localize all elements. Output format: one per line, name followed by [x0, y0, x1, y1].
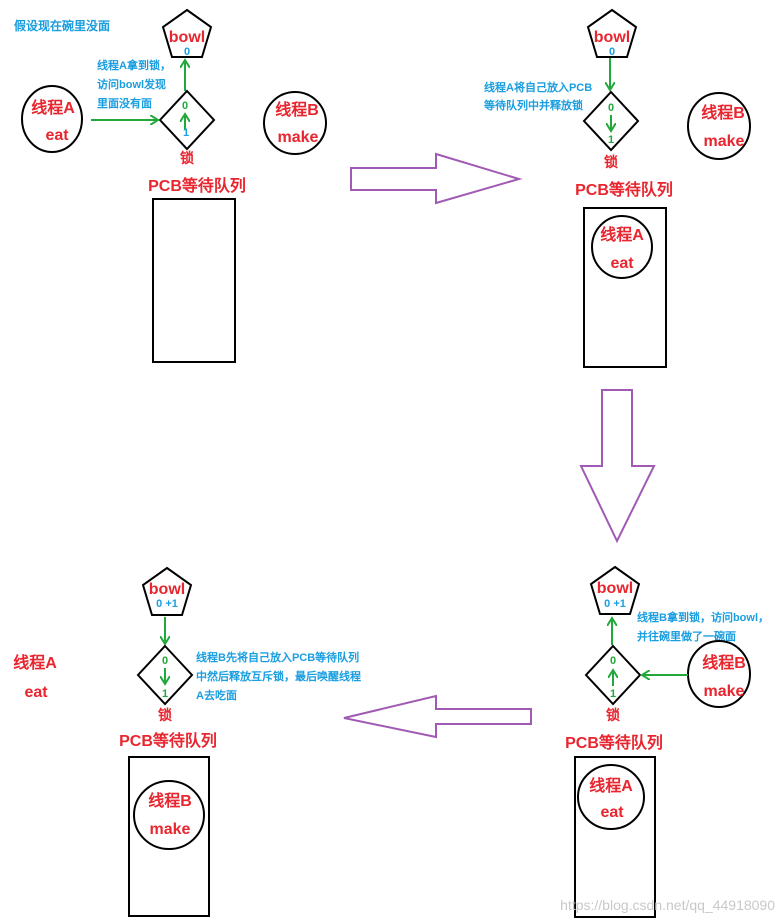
- thread-a-circle: [21, 85, 83, 153]
- step-1-line-1: 线程A拿到锁，: [97, 58, 171, 72]
- step-4-line-3: A去吃面: [196, 688, 237, 702]
- pcb-queue-box: [583, 207, 667, 368]
- bowl-label: bowl: [597, 580, 633, 597]
- panel-1: bowl 0 线程A拿到锁， 访问bowl发现 里面没有面 0 1 锁 线程A …: [21, 8, 327, 363]
- thread-b-circle: [263, 91, 327, 155]
- thread-a-action: eat: [24, 684, 48, 701]
- pcb-queue-box: [574, 756, 656, 918]
- thread-b-label: 线程B: [148, 791, 192, 810]
- lock-count-top: 0: [610, 655, 616, 667]
- thread-b-action: make: [150, 821, 191, 838]
- lock-count-top: 0: [182, 100, 188, 112]
- thread-b-circle: [687, 92, 751, 160]
- step-4-line-2: 中然后释放互斥锁，最后唤醒线程: [196, 669, 361, 683]
- queue-label: PCB等待队列: [119, 731, 217, 750]
- thread-a-action: eat: [610, 255, 634, 272]
- step-1-line-2: 访问bowl发现: [97, 77, 166, 91]
- note-top: 假设现在碗里没面: [14, 18, 110, 33]
- thread-b-action: make: [704, 133, 745, 150]
- queue-label: PCB等待队列: [575, 180, 673, 199]
- queue-label: PCB等待队列: [148, 176, 246, 195]
- step-3-line-1: 线程B拿到锁，访问bowl，: [637, 610, 769, 624]
- step-4-line-1: 线程B先将自己放入PCB等待队列: [196, 650, 359, 664]
- bowl-label: bowl: [169, 29, 205, 46]
- panel-2: bowl 0 线程A将自己放入PCB 等待队列中并释放锁 0 1 锁 线程B m…: [483, 8, 751, 368]
- bowl-pentagon: [161, 8, 213, 58]
- thread-a-label: 线程A: [600, 225, 644, 244]
- flow-arrow-right: [350, 152, 523, 205]
- lock-count-bottom: 1: [610, 688, 616, 700]
- bowl-count: 0: [184, 46, 190, 58]
- thread-a-action: eat: [600, 804, 624, 821]
- thread-b-label: 线程B: [275, 100, 319, 119]
- flow-arrow-down: [579, 389, 656, 544]
- lock-diamond: [158, 89, 216, 151]
- step-3-line-2: 并往碗里做了一碗面: [637, 629, 736, 643]
- panel-4: bowl 0 +1 0 1 锁 线程B先将自己放入PCB等待队列 中然后释放互斥…: [13, 566, 361, 917]
- panel-3: bowl 0 +1 线程B拿到锁，访问bowl， 并往碗里做了一碗面 0 1 锁…: [565, 565, 769, 918]
- bowl-pentagon: [589, 565, 641, 615]
- step-2-line-2: 等待队列中并释放锁: [483, 98, 583, 112]
- lock-label: 锁: [604, 154, 618, 170]
- queue-label: PCB等待队列: [565, 733, 663, 752]
- bowl-count: 0: [609, 46, 615, 58]
- step-1-line-3: 里面没有面: [97, 96, 152, 110]
- lock-count-top: 0: [608, 102, 614, 114]
- lock-count-bottom: 1: [608, 134, 614, 146]
- thread-a-action: eat: [45, 127, 69, 144]
- step-2-line-1: 线程A将自己放入PCB: [484, 80, 592, 94]
- lock-count-top: 0: [162, 655, 168, 667]
- lock-diamond: [582, 90, 640, 152]
- bowl-pentagon: [586, 8, 638, 58]
- flow-arrow-left: [343, 694, 532, 739]
- thread-a-label: 线程A: [13, 653, 57, 672]
- thread-b-action: make: [704, 683, 745, 700]
- thread-b-label: 线程B: [701, 103, 745, 122]
- thread-b-action: make: [278, 129, 319, 146]
- bowl-label: bowl: [149, 581, 185, 598]
- lock-count-bottom: 1: [183, 127, 189, 139]
- lock-count-bottom: 1: [162, 688, 168, 700]
- bowl-pentagon: [141, 566, 193, 616]
- pcb-queue-box: [128, 756, 210, 917]
- lock-label: 锁: [158, 707, 172, 723]
- watermark: https://blog.csdn.net/qq_44918090: [560, 897, 775, 913]
- thread-a-circle: [591, 215, 653, 279]
- lock-diamond: [136, 644, 194, 706]
- lock-diamond: [584, 644, 642, 706]
- pcb-queue-box: [152, 198, 236, 363]
- bowl-count: 0 +1: [604, 598, 626, 610]
- thread-a-label: 线程A: [31, 98, 75, 117]
- lock-label: 锁: [180, 150, 194, 166]
- lock-label: 锁: [606, 707, 620, 723]
- bowl-count: 0 +1: [156, 598, 178, 610]
- thread-b-label: 线程B: [702, 653, 746, 672]
- thread-b-circle: [133, 780, 205, 850]
- bowl-label: bowl: [594, 29, 630, 46]
- thread-a-circle: [577, 764, 645, 830]
- thread-a-label: 线程A: [589, 776, 633, 795]
